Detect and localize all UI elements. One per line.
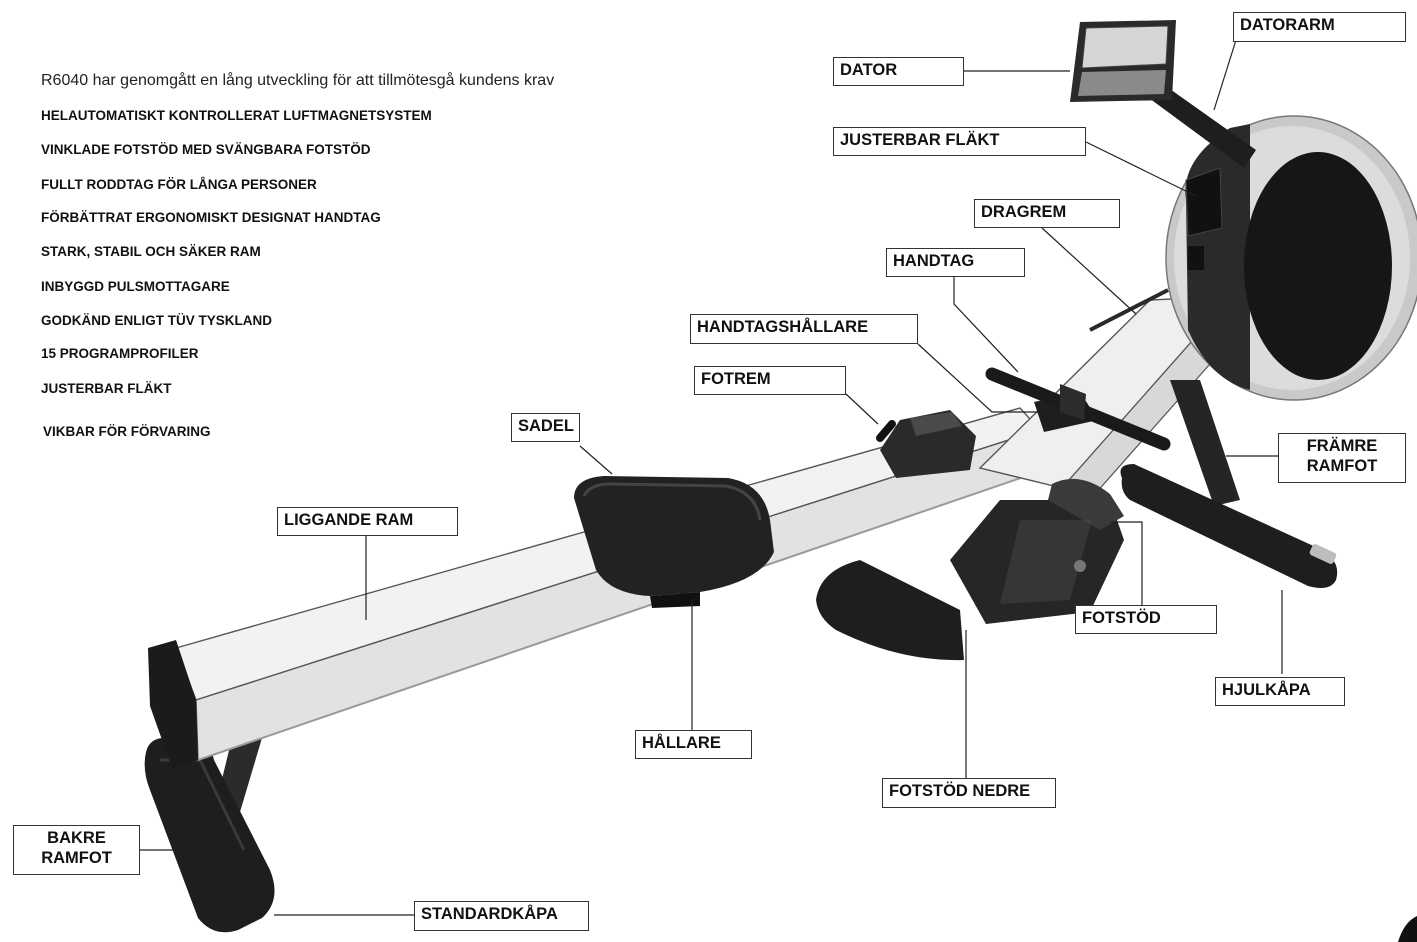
label-framre-ramfot: FRÄMRE RAMFOT	[1278, 433, 1406, 483]
feature-item: FULLT RODDTAG FÖR LÅNGA PERSONER	[41, 177, 317, 192]
label-justerbar-flakt: JUSTERBAR FLÄKT	[833, 127, 1086, 156]
fan-housing	[1166, 116, 1417, 400]
label-framre-ramfot-line1: FRÄMRE	[1283, 436, 1401, 456]
label-hallare: HÅLLARE	[635, 730, 752, 759]
feature-item: VINKLADE FOTSTÖD MED SVÄNGBARA FOTSTÖD	[41, 142, 371, 157]
far-footrest	[880, 410, 976, 478]
label-fotrem: FOTREM	[694, 366, 846, 395]
feature-item: VIKBAR FÖR FÖRVARING	[43, 424, 211, 439]
rear-foot	[145, 738, 275, 933]
leader-fotrem	[846, 394, 878, 424]
leader-dragrem	[1042, 228, 1136, 314]
label-standardkapa: STANDARDKÅPA	[414, 901, 589, 931]
feature-item: GODKÄND ENLIGT TÜV TYSKLAND	[41, 313, 272, 328]
leader-handtagshallare	[918, 344, 1038, 412]
label-handtagshallare: HANDTAGSHÅLLARE	[690, 314, 918, 344]
feature-item: STARK, STABIL OCH SÄKER RAM	[41, 244, 261, 259]
label-dragrem: DRAGREM	[974, 199, 1120, 228]
label-handtag: HANDTAG	[886, 248, 1025, 277]
leader-lines	[140, 40, 1282, 915]
leader-handtag	[954, 276, 1018, 372]
label-fotstod: FOTSTÖD	[1075, 605, 1217, 634]
feature-item: FÖRBÄTTRAT ERGONOMISKT DESIGNAT HANDTAG	[41, 210, 381, 225]
feature-item: INBYGGD PULSMOTTAGARE	[41, 279, 230, 294]
feature-item: JUSTERBAR FLÄKT	[41, 381, 172, 396]
label-bakre-ramfot-line1: BAKRE	[18, 828, 135, 848]
label-framre-ramfot-line2: RAMFOT	[1283, 456, 1401, 476]
label-dator: DATOR	[833, 57, 964, 86]
intro-text: R6040 har genomgått en lång utveckling f…	[41, 72, 554, 90]
leader-datorarm	[1214, 40, 1236, 110]
feature-item: 15 PROGRAMPROFILER	[41, 346, 199, 361]
label-bakre-ramfot-line2: RAMFOT	[18, 848, 135, 868]
label-hjulkapa: HJULKÅPA	[1215, 677, 1345, 706]
console	[1070, 20, 1176, 102]
label-bakre-ramfot: BAKRE RAMFOT	[13, 825, 140, 875]
feature-item: HELAUTOMATISKT KONTROLLERAT LUFTMAGNETSY…	[41, 108, 432, 123]
label-datorarm: DATORARM	[1233, 12, 1406, 42]
corner-mark	[1398, 916, 1417, 942]
label-liggande-ram: LIGGANDE RAM	[277, 507, 458, 536]
fan-vent	[1186, 168, 1222, 236]
leader-sadel	[580, 446, 612, 474]
leader-justerbar-flakt	[1086, 142, 1196, 196]
label-sadel: SADEL	[511, 413, 580, 442]
label-fotstod-nedre: FOTSTÖD NEDRE	[882, 778, 1056, 808]
